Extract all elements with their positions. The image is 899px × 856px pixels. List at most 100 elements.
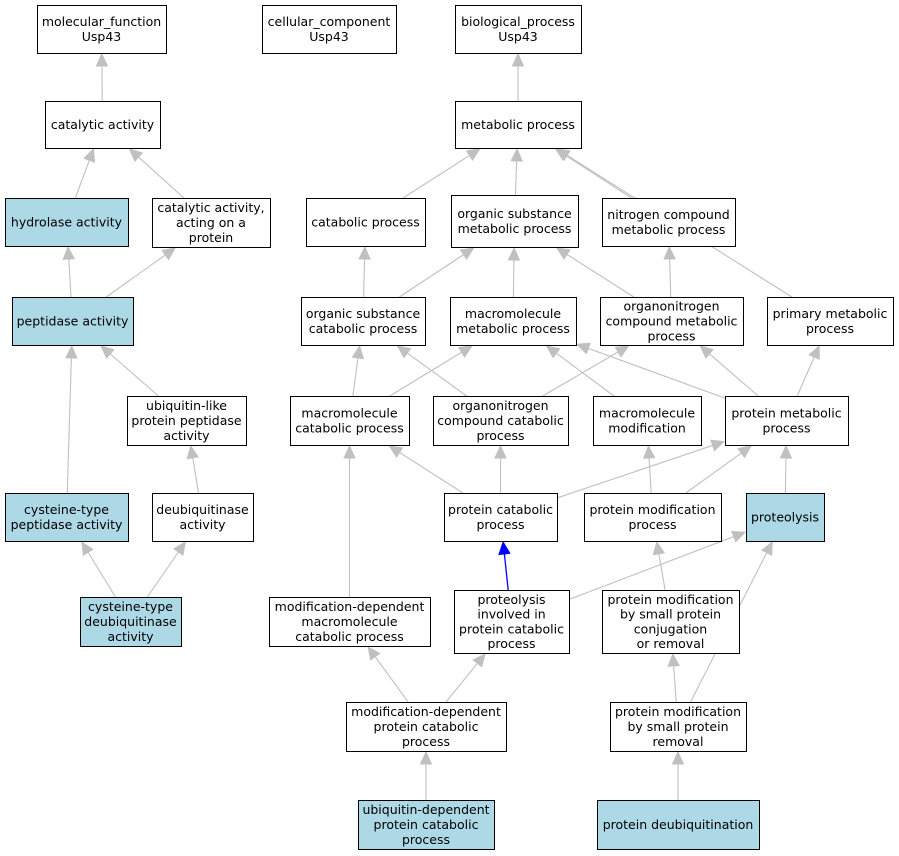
term-label-line: proteolysis bbox=[477, 592, 545, 607]
edge-line bbox=[709, 353, 759, 397]
term-label-line: metabolic process bbox=[461, 117, 575, 132]
term-label-line: protein catabolic bbox=[459, 621, 564, 636]
edge-protein_cat-to-protein_met bbox=[556, 439, 726, 499]
edge-cys_peptidase-to-peptidase bbox=[65, 344, 78, 494]
term-label-line: catalytic activity bbox=[51, 117, 155, 132]
term-label-line: protein deubiquitination bbox=[603, 817, 754, 832]
edge-macro_cat-to-macro_met bbox=[389, 345, 473, 397]
term-label-line: or removal bbox=[637, 636, 705, 651]
term-box bbox=[290, 396, 410, 446]
edge-line bbox=[796, 356, 815, 397]
edge-arrowhead bbox=[555, 247, 571, 261]
term-label-line: molecular_function bbox=[42, 14, 161, 29]
term-label-line: peptidase activity bbox=[11, 517, 123, 532]
term-label-line: protein metabolic bbox=[731, 406, 841, 421]
edge-arrowhead bbox=[358, 245, 371, 260]
term-box bbox=[746, 493, 825, 542]
term-label-line: metabolic process bbox=[456, 321, 570, 336]
term-label-line: hydrolase activity bbox=[11, 215, 123, 230]
edge-line bbox=[445, 662, 478, 703]
term-label-line: macromolecule bbox=[301, 406, 397, 421]
go-term-catalytic[interactable]: catalytic activity bbox=[45, 101, 161, 149]
term-label-line: catabolic process bbox=[311, 215, 420, 230]
edge-arrowhead bbox=[81, 540, 94, 556]
edge-arrowhead bbox=[511, 52, 525, 67]
term-box bbox=[455, 101, 582, 149]
term-label-line: Usp43 bbox=[309, 29, 349, 44]
edge-line bbox=[565, 155, 632, 199]
edge-line bbox=[138, 156, 185, 199]
term-label-line: biological_process bbox=[461, 14, 575, 29]
term-box bbox=[725, 396, 849, 446]
go-term-metabolic[interactable]: metabolic process bbox=[455, 101, 582, 149]
term-box bbox=[306, 198, 426, 247]
go-term-prot-deubiq[interactable]: protein deubiquitination bbox=[597, 800, 760, 850]
term-box bbox=[450, 297, 577, 346]
term-label-line: ubiquitin-dependent bbox=[362, 802, 489, 817]
go-term-catabolic[interactable]: catabolic process bbox=[306, 198, 426, 247]
term-label-line: activity bbox=[179, 517, 226, 532]
edge-arrowhead bbox=[575, 342, 591, 355]
term-label: hydrolase activity bbox=[11, 215, 123, 230]
edge-line bbox=[399, 451, 464, 494]
edge-arrowhead bbox=[367, 646, 381, 661]
term-box bbox=[767, 297, 894, 346]
term-box bbox=[451, 195, 579, 248]
edges-layer bbox=[62, 52, 820, 800]
term-box bbox=[45, 101, 161, 149]
edge-line bbox=[568, 536, 734, 601]
term-label-line: involved in bbox=[477, 607, 545, 622]
go-term-peptidase[interactable]: peptidase activity bbox=[12, 297, 134, 346]
edge-line bbox=[389, 351, 462, 397]
edge-line bbox=[555, 352, 615, 397]
edge-orgnitro_cat-to-org_sub_cat bbox=[396, 345, 467, 397]
edge-line bbox=[374, 656, 409, 703]
edge-line bbox=[109, 353, 159, 397]
edge-arrowhead bbox=[731, 530, 747, 543]
term-box bbox=[5, 198, 129, 247]
edge-protein_cat-to-orgnitro_cat bbox=[494, 444, 507, 493]
edge-proteolysis-to-protein_met bbox=[779, 444, 793, 494]
go-term-hydrolase[interactable]: hydrolase activity bbox=[5, 198, 129, 247]
edge-pm_small_rem-to-pm_small_conj bbox=[667, 652, 680, 703]
go-term-proteolysis[interactable]: proteolysis bbox=[746, 493, 825, 542]
edge-arrowhead bbox=[510, 147, 523, 162]
term-label-line: process bbox=[476, 517, 524, 532]
term-box bbox=[600, 297, 744, 346]
term-label-line: deubiquitinase bbox=[84, 614, 177, 629]
edge-line bbox=[68, 258, 72, 298]
